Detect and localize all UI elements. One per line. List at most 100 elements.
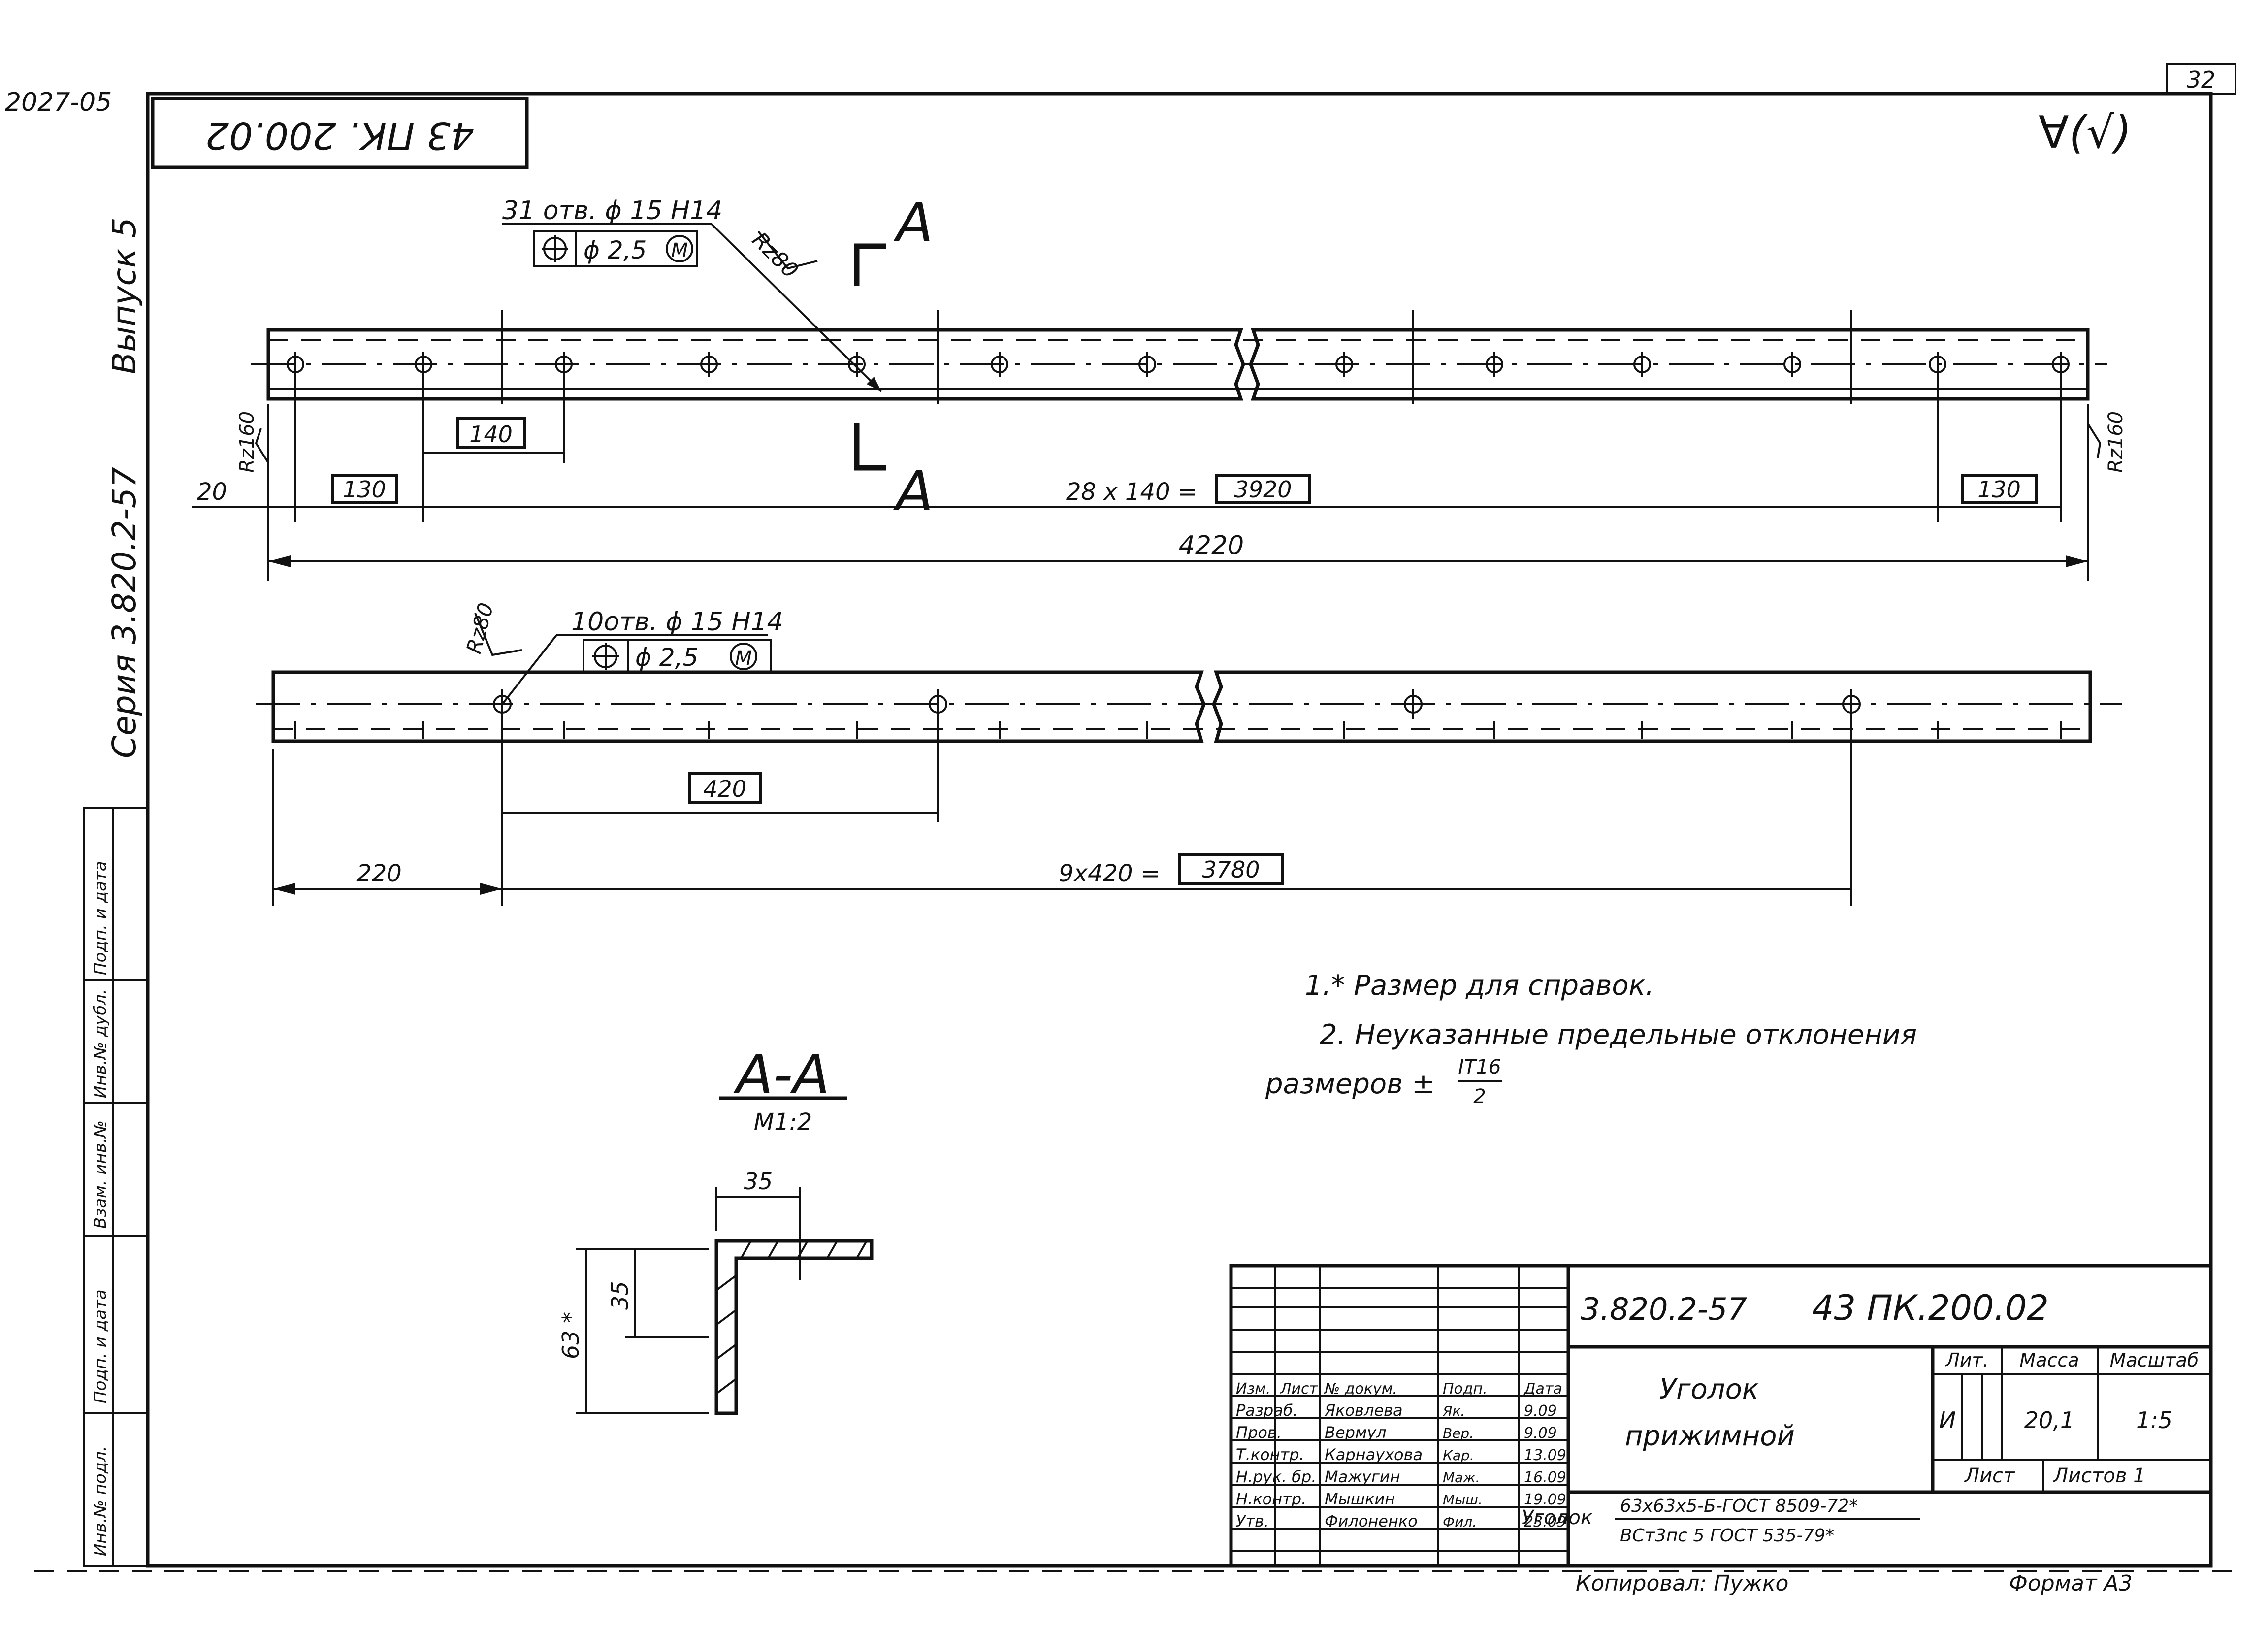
scale-label: Масштаб	[2110, 1349, 2199, 1371]
position-tol-top: ϕ 2,5	[583, 236, 647, 264]
dim-chain-value-top: 3920	[1234, 476, 1292, 503]
mass-label: Масса	[2019, 1349, 2079, 1371]
dim-box-130-right	[1961, 474, 2038, 504]
bottom-bar-left	[271, 670, 1206, 743]
dim-220: 220	[356, 860, 402, 887]
modifier-bottom: M	[735, 647, 752, 670]
roughness-end-right: Rz160	[2105, 411, 2127, 473]
issue-label: Выпуск 5	[105, 217, 143, 374]
position-tol-frame	[533, 230, 698, 267]
section-aa: А-А М1:2 35 35 63 *	[557, 1043, 874, 1415]
scale-value: 1:5	[2136, 1407, 2172, 1433]
tb-sign-4: Мыш.	[1443, 1492, 1483, 1508]
side-field-2: Подп. и дата	[91, 1289, 110, 1403]
part-name-line1: Уголок	[1659, 1373, 1759, 1405]
tb-date-2: 13.09	[1524, 1447, 1566, 1464]
dim-chain-prefix-bottom: 9х420 =	[1059, 860, 1160, 887]
side-stamp	[83, 807, 149, 1567]
copied-by: Копировал: Пужко	[1576, 1571, 1788, 1596]
surface-roughness-mark: ∀(√)	[2039, 107, 2132, 159]
top-bar-left	[266, 328, 1245, 401]
note-3-prefix: размеров ±	[1265, 1068, 1435, 1100]
inventory-code: 2027-05	[5, 88, 112, 117]
doc-code-box	[151, 97, 529, 169]
tb-date-4: 19.09	[1524, 1491, 1566, 1508]
mass-value: 20,1	[2024, 1407, 2074, 1433]
section-letter-top: А	[893, 191, 933, 254]
tb-header-1: Лист	[1280, 1380, 1319, 1398]
dim-chain-prefix-top: 28 х 140 =	[1066, 478, 1198, 506]
note-2: 2. Неуказанные предельные отклонения	[1320, 1019, 1917, 1051]
dim-140: 140	[469, 421, 513, 448]
roughness-top: Rz80	[747, 228, 803, 284]
series-code: 3.820.2-57	[1581, 1291, 1747, 1327]
tb-role-3: Н.рук. бр.	[1236, 1467, 1316, 1486]
section-title: А-А	[733, 1043, 830, 1106]
tb-sign-5: Фил.	[1443, 1514, 1477, 1530]
side-field-3: Взам. инв.№	[91, 1120, 110, 1229]
series-label: Серия 3.820.2-57	[105, 467, 143, 758]
top-holes	[287, 310, 2070, 404]
section-dim-63: 63 *	[557, 1312, 584, 1359]
note-1: 1.* Размер для справок.	[1305, 970, 1654, 1002]
dim-box-420	[688, 772, 762, 804]
tb-header-2: № докум.	[1324, 1380, 1397, 1398]
tb-header-4: Дата	[1523, 1380, 1562, 1398]
format: Формат А3	[2009, 1571, 2133, 1596]
tb-sign-2: Кар.	[1443, 1447, 1474, 1464]
tb-name-1: Вермул	[1325, 1423, 1386, 1442]
dim-130-right: 130	[1977, 476, 2021, 503]
material-grade: ВСт3пс 5 ГОСТ 535-79*	[1620, 1526, 1834, 1546]
tb-role-1: Пров.	[1236, 1423, 1282, 1442]
dim-420: 420	[703, 776, 746, 802]
section-mark-top	[854, 243, 886, 286]
modifier-top: M	[671, 239, 688, 262]
holes-leader-bottom	[501, 634, 557, 705]
section-scale: М1:2	[754, 1108, 812, 1136]
dim-20: 20	[197, 478, 227, 506]
dim-box-3780	[1178, 853, 1284, 885]
tb-header-0: Изм.	[1236, 1380, 1271, 1398]
tb-name-2: Карнаухова	[1325, 1445, 1423, 1464]
dim-130-left: 130	[343, 476, 386, 503]
sheet-label: Лист	[1964, 1465, 2015, 1487]
tb-sign-0: Як.	[1442, 1403, 1465, 1419]
bottom-holes	[294, 689, 2062, 739]
modifier-circle-bottom	[730, 643, 757, 670]
tb-role-0: Разраб.	[1236, 1401, 1298, 1420]
angle-profile	[714, 1239, 874, 1415]
bottom-view: 10отв. ϕ 15 Н14 ϕ 2,5 M Rz80 420 220 9х4…	[256, 600, 2122, 906]
modifier-circle-top	[666, 235, 693, 262]
side-field-4: Инв.№ дубл.	[91, 989, 110, 1098]
lit-label: Лит.	[1944, 1349, 1989, 1371]
sheet-number: 32	[2187, 66, 2216, 93]
position-tol-frame-bottom	[583, 639, 772, 674]
tb-date-0: 9.09	[1524, 1402, 1557, 1420]
material-prefix: Уголок	[1522, 1506, 1592, 1529]
note-3-denominator: 2	[1473, 1085, 1486, 1108]
section-dim-35-top: 35	[744, 1168, 773, 1195]
tb-date-3: 16.09	[1524, 1469, 1566, 1486]
doc-code: 43 ПК.200.02	[1812, 1288, 2049, 1328]
holes-callout-bottom: 10отв. ϕ 15 Н14	[571, 607, 783, 637]
sheets-label: Листов 1	[2052, 1465, 2146, 1487]
holes-callout-top: 31 отв. ϕ 15 Н14	[502, 196, 722, 226]
dim-box-3920	[1215, 474, 1311, 504]
note-3-numerator: IT16	[1458, 1056, 1501, 1078]
sheet-number-box	[2166, 63, 2236, 95]
dim-box-140	[456, 417, 526, 449]
top-view: А А 31 отв. ϕ 15 Н14 ϕ 2,5 M Rz80 Rz160 …	[192, 191, 2127, 581]
material-profile: 63х63х5-Б-ГОСТ 8509-72*	[1620, 1496, 1858, 1516]
top-bar-right	[1249, 328, 2090, 401]
part-name-line2: прижимной	[1625, 1420, 1795, 1452]
side-field-1: Инв.№ подл.	[91, 1446, 110, 1556]
side-field-5: Подп. и дата	[91, 861, 110, 975]
doc-code-rotated: 43 ПК. 200.02	[205, 114, 474, 158]
tb-role-4: Н.контр.	[1236, 1490, 1306, 1508]
tb-name-4: Мышкин	[1325, 1490, 1395, 1508]
tb-date-1: 9.09	[1524, 1425, 1557, 1442]
tb-role-5: Утв.	[1236, 1512, 1269, 1530]
